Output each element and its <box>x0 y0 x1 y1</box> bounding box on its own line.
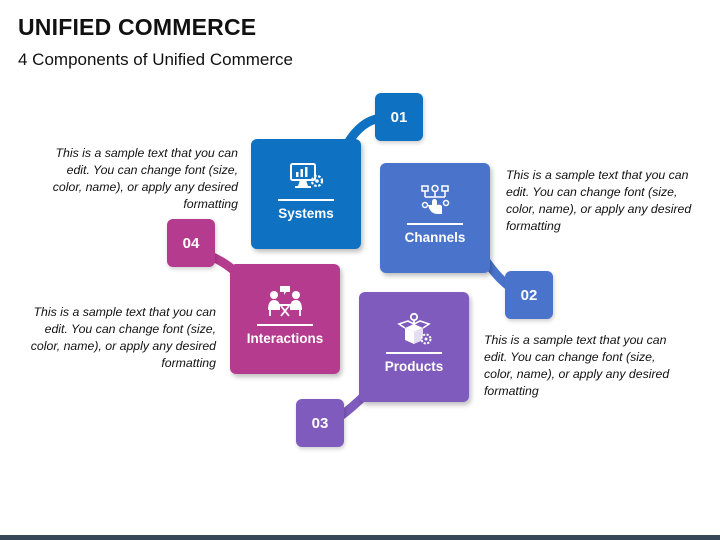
monitor-gear-icon <box>290 163 324 188</box>
systems-label: Systems <box>278 206 334 221</box>
interactions-label: Interactions <box>246 331 324 346</box>
network-touch-icon <box>421 184 450 214</box>
badge-01: 01 <box>375 93 423 141</box>
systems-divider <box>278 199 334 201</box>
channels-card: Channels <box>380 163 490 273</box>
interactions-card: Interactions <box>230 264 340 374</box>
meeting-people-icon <box>268 286 302 317</box>
interactions-divider <box>257 324 313 326</box>
products-divider <box>386 352 442 354</box>
systems-description: This is a sample text that you can edit.… <box>52 146 238 211</box>
products-description: This is a sample text that you can edit.… <box>484 333 670 398</box>
open-box-gear-icon <box>397 312 432 345</box>
page-title: UNIFIED COMMERCE <box>18 14 257 40</box>
products-card: Products <box>359 292 469 402</box>
badge-02: 02 <box>505 271 553 319</box>
systems-card: Systems <box>251 139 361 249</box>
badge-04: 04 <box>167 219 215 267</box>
footer-bar <box>0 535 720 540</box>
channels-description: This is a sample text that you can edit.… <box>506 168 692 233</box>
channels-divider <box>407 223 463 225</box>
products-label: Products <box>384 359 444 374</box>
channels-label: Channels <box>404 230 466 245</box>
page-subtitle: 4 Components of Unified Commerce <box>18 50 293 69</box>
badge-03: 03 <box>296 399 344 447</box>
interactions-description: This is a sample text that you can edit.… <box>30 305 216 370</box>
